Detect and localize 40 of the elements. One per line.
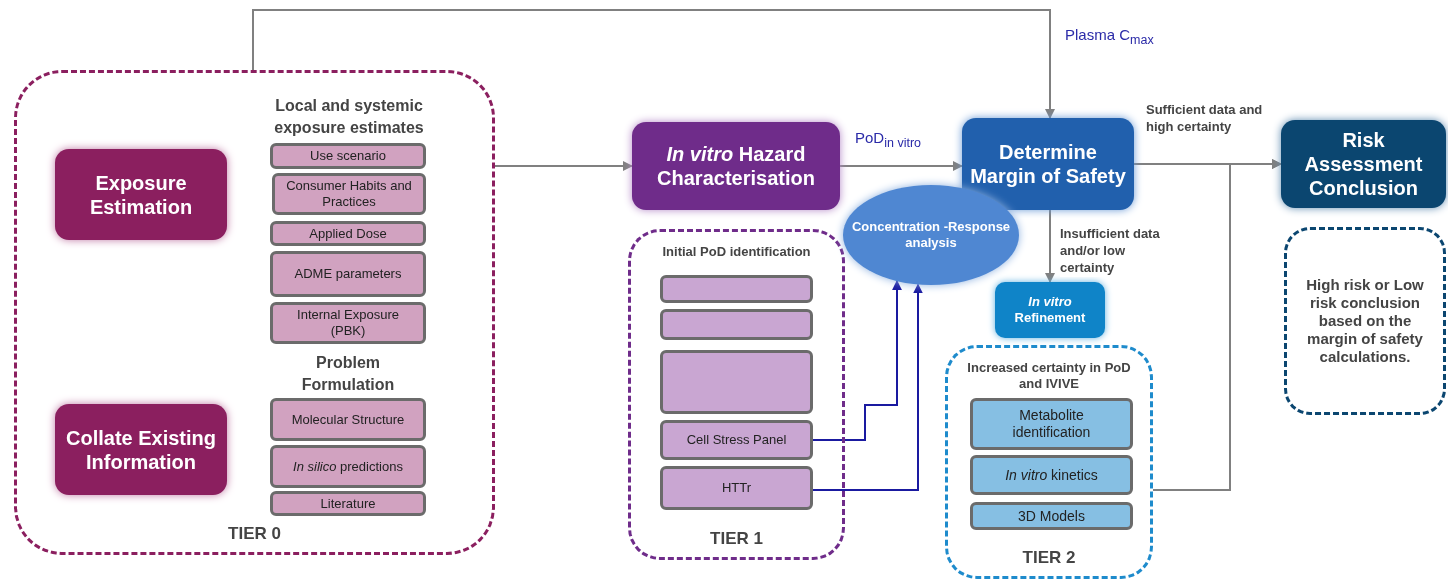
group-heading: Increased certainty in PoD and IVIVE xyxy=(966,360,1132,392)
arrow xyxy=(812,280,902,441)
dashed-group xyxy=(945,345,1153,579)
empty-box xyxy=(660,309,813,340)
item-box: Cell Stress Panel xyxy=(660,420,813,460)
empty-box xyxy=(660,350,813,414)
dashed-group xyxy=(628,229,845,560)
arrow xyxy=(812,283,923,491)
tier-label: TIER 0 xyxy=(227,523,282,544)
process-box: Collate Existing Information xyxy=(55,404,227,495)
empty-box xyxy=(660,275,813,303)
arrow xyxy=(1045,209,1055,283)
process-box: In vitro Hazard Characterisation xyxy=(632,122,840,210)
arrow xyxy=(839,161,963,171)
item-box: Metabolite identification xyxy=(970,398,1133,450)
item-box: ADME parameters xyxy=(270,251,426,297)
section-heading: Problem Formulation xyxy=(300,353,396,395)
tier-label: TIER 1 xyxy=(709,528,764,549)
item-box: Literature xyxy=(270,491,426,516)
process-box: Determine Margin of Safety xyxy=(962,118,1134,210)
item-box: Use scenario xyxy=(270,143,426,169)
item-box: 3D Models xyxy=(970,502,1133,530)
arrow xyxy=(494,161,633,171)
item-box: In silico predictions xyxy=(270,445,426,488)
item-box: Applied Dose xyxy=(270,221,426,246)
note-box: High risk or Low risk conclusion based on the margin of safety calculations. xyxy=(1284,227,1446,415)
dashed-group xyxy=(14,70,495,555)
item-box: Internal Exposure (PBK) xyxy=(270,302,426,344)
item-box: In vitro kinetics xyxy=(970,455,1133,495)
process-box: Risk Assessment Conclusion xyxy=(1281,120,1446,208)
process-box: Exposure Estimation xyxy=(55,149,227,240)
process-box: In vitro Refinement xyxy=(995,282,1105,338)
arrow xyxy=(1152,159,1282,491)
arrow xyxy=(252,9,1055,119)
group-heading: Initial PoD identification xyxy=(661,244,812,260)
item-box: Molecular Structure xyxy=(270,398,426,441)
item-box: HTTr xyxy=(660,466,813,510)
item-box: Consumer Habits and Practices xyxy=(272,173,426,215)
section-heading: Local and systemic exposure estimates xyxy=(273,96,425,138)
tier-label: TIER 2 xyxy=(1021,547,1077,568)
